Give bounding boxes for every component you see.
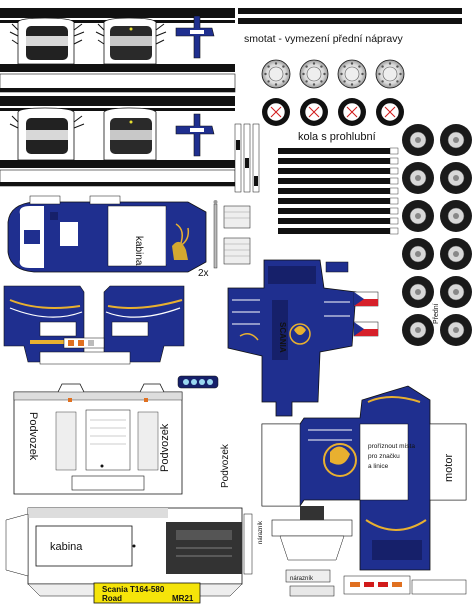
mirror-bracket-bottom <box>175 113 215 157</box>
hubcap-3 <box>337 59 367 89</box>
recessed-wheel-1 <box>262 98 290 126</box>
headlamp-unit-top-right <box>95 17 167 65</box>
cab-side-right <box>103 285 185 363</box>
bumper-lights <box>289 575 467 597</box>
model-variant: Road <box>102 594 122 603</box>
cut-note-line-1: proříznout místa <box>368 443 415 450</box>
headlamp-unit-top-left <box>9 17 85 65</box>
chassis-label-right: Podvozek <box>159 423 171 472</box>
front-label: Přední <box>433 303 440 324</box>
recessed-wheels-label: kola s prohlubní <box>298 131 376 143</box>
cab-brand-label: SCANIA <box>278 322 287 353</box>
mirror-bracket-top <box>175 15 215 59</box>
tire-4-2 <box>440 238 472 270</box>
axle-spacer-label: smotat - vymezení přední nápravy <box>244 33 403 45</box>
tread-strip <box>278 198 390 204</box>
tread-blocks <box>223 205 251 265</box>
axle-spacer-bars <box>238 8 462 24</box>
hubcap-4 <box>375 59 405 89</box>
cab-roof-panel <box>7 195 207 273</box>
cab-side-left <box>3 285 85 363</box>
cab-roof-label: kabina <box>133 236 144 266</box>
cab-body-net <box>261 385 467 571</box>
bumper-label: nárazník <box>258 520 264 544</box>
tread-strip <box>278 168 390 174</box>
headlamp-unit-bottom-left <box>9 107 85 161</box>
tire-5-1 <box>402 276 434 308</box>
cab-bottom-label: kabina <box>50 541 83 553</box>
hubcap-2 <box>299 59 329 89</box>
tread-strip <box>278 158 390 164</box>
model-code: MR21 <box>172 594 194 603</box>
tread-strip <box>278 178 390 184</box>
tread-strip <box>278 218 390 224</box>
recessed-wheel-2 <box>300 98 328 126</box>
tire-2-2 <box>440 162 472 194</box>
flag-parts <box>353 291 379 337</box>
tire-3-1 <box>402 200 434 232</box>
hubcap-1 <box>261 59 291 89</box>
chassis-label-left: Podvozek <box>27 412 39 461</box>
cut-note-line-3: a linice <box>368 463 389 470</box>
antenna <box>213 200 218 269</box>
tread-strip <box>278 148 390 154</box>
side-skirt-strip <box>39 337 131 365</box>
headlamp-unit-bottom-right <box>103 107 157 161</box>
tread-strip <box>278 188 390 194</box>
hubcap-row <box>261 59 405 89</box>
recessed-wheel-row <box>262 98 404 126</box>
tire-6-1 <box>402 314 434 346</box>
tire-tread-strips <box>278 147 399 235</box>
tire-6-2 <box>440 314 472 346</box>
tire-3-2 <box>440 200 472 232</box>
cut-note-line-2: pro značku <box>368 453 400 460</box>
model-name: Scania T164-580 <box>102 585 165 594</box>
chassis-part <box>13 383 183 495</box>
tread-strip <box>278 208 390 214</box>
exhaust-sticks <box>234 123 260 193</box>
wheel-column <box>402 124 472 346</box>
cab-bottom-net <box>5 507 253 597</box>
tread-strip <box>278 228 390 234</box>
tire-4-1 <box>402 238 434 270</box>
bumper-part <box>271 506 353 583</box>
tire-1-1 <box>402 124 434 156</box>
tire-2-1 <box>402 162 434 194</box>
cab-front-panel <box>227 259 357 417</box>
tire-1-2 <box>440 124 472 156</box>
motor-label: motor <box>443 454 455 482</box>
bumper-label-2: nárazník <box>290 576 314 582</box>
name-plate <box>93 582 201 604</box>
tire-5-2 <box>440 276 472 308</box>
cab-chassis-label: Podvozek <box>220 443 231 488</box>
recessed-wheel-4 <box>376 98 404 126</box>
multiplier-label: 2x <box>198 268 209 279</box>
light-bar <box>177 375 219 389</box>
recessed-wheel-3 <box>338 98 366 126</box>
